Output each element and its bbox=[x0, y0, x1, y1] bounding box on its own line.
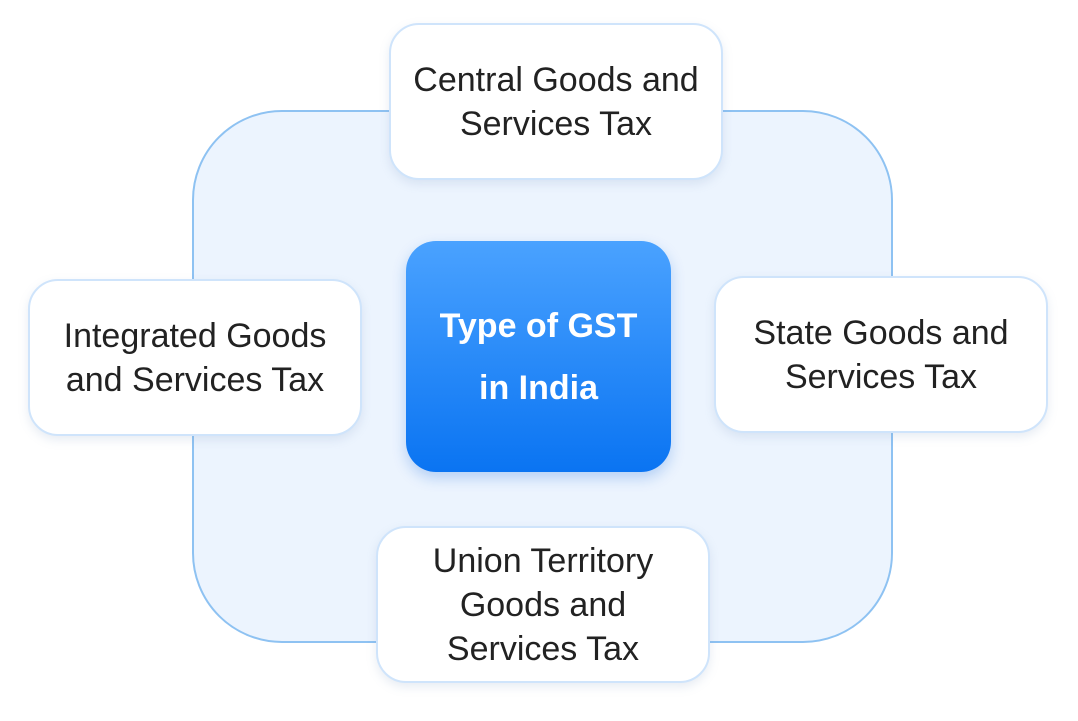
center-title: Type of GST in India bbox=[406, 241, 671, 472]
node-union-territory-gst: Union Territory Goods and Services Tax bbox=[376, 526, 710, 683]
node-state-gst: State Goods and Services Tax bbox=[714, 276, 1048, 433]
node-integrated-gst: Integrated Goods and Services Tax bbox=[28, 279, 362, 436]
node-central-gst: Central Goods and Services Tax bbox=[389, 23, 723, 180]
